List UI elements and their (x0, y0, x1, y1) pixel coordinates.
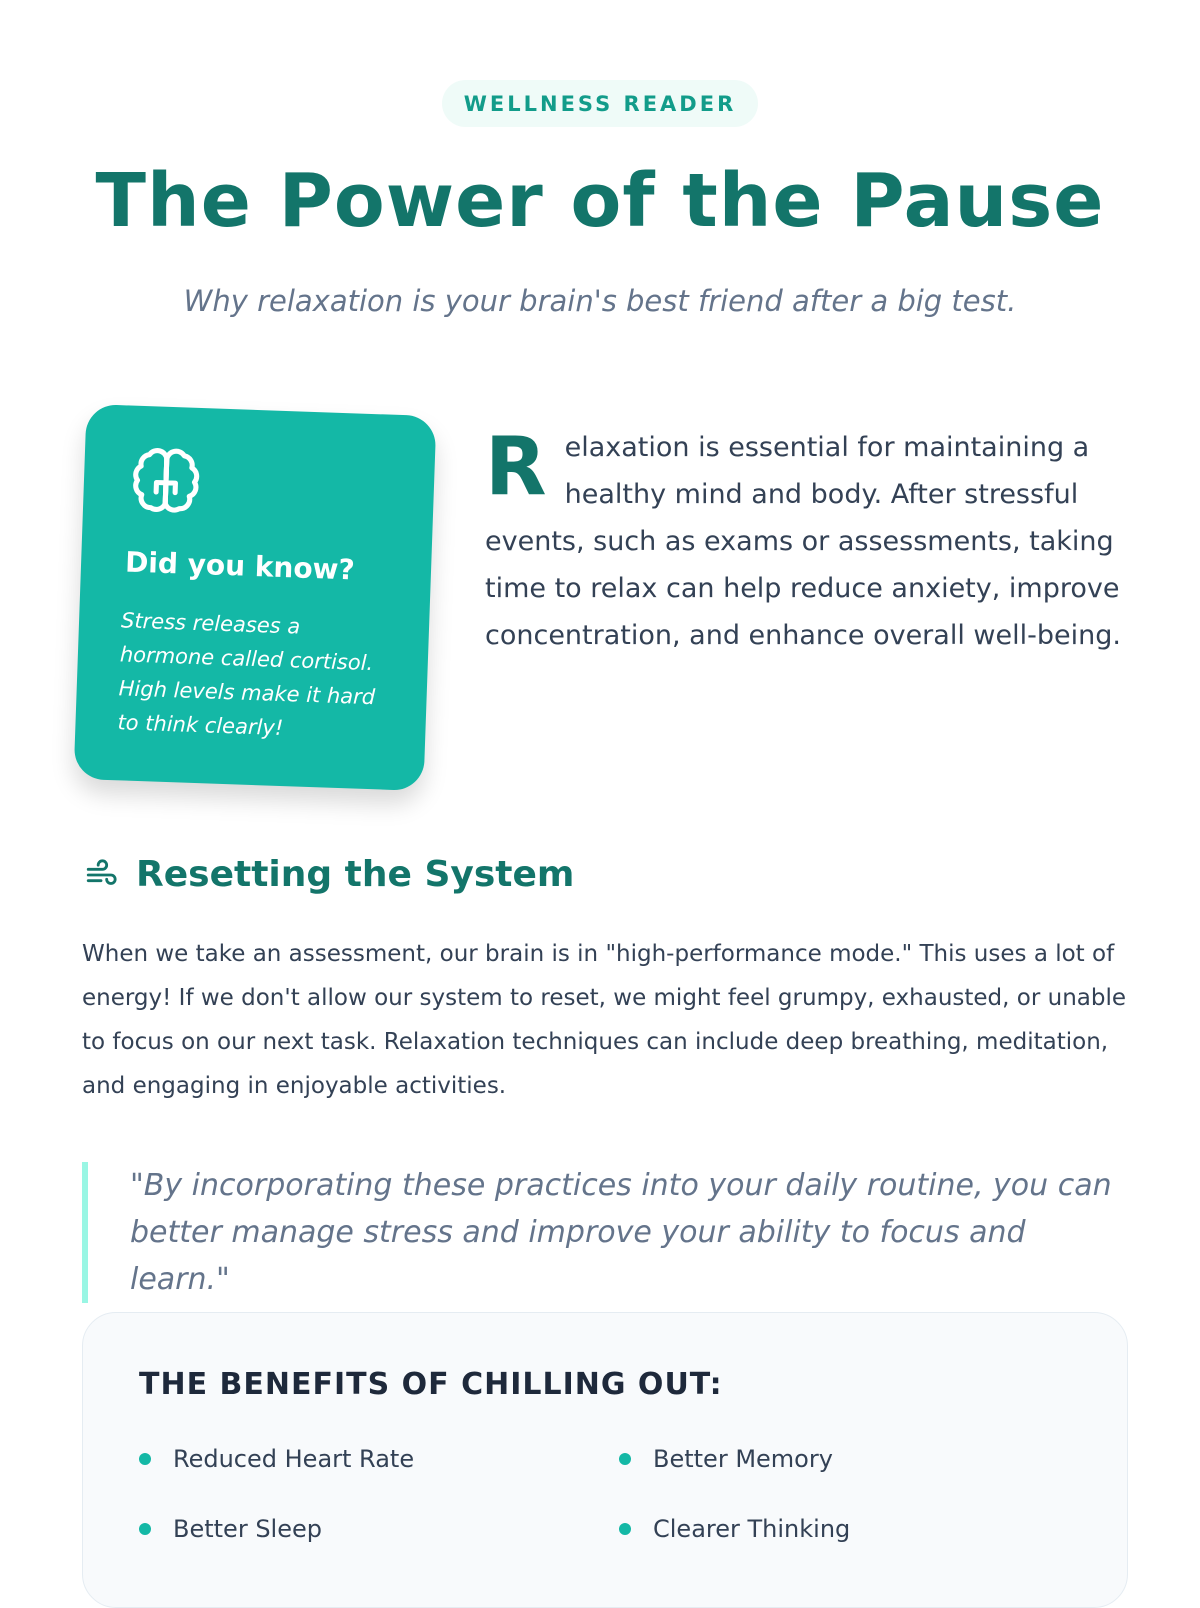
card-text: Stress releases a hormone called cortiso… (117, 608, 376, 741)
category-badge: WELLNESS READER (442, 80, 758, 127)
list-item-label: Reduced Heart Rate (173, 1445, 415, 1473)
benefits-box: THE BENEFITS OF CHILLING OUT: Reduced He… (82, 1312, 1128, 1608)
card-title: Did you know? (124, 545, 356, 587)
benefits-title: THE BENEFITS OF CHILLING OUT: (139, 1367, 723, 1402)
section-heading: Resetting the System (82, 854, 574, 895)
brain-icon (133, 448, 200, 513)
list-item: Clearer Thinking (619, 1515, 850, 1543)
list-item: Reduced Heart Rate (139, 1445, 414, 1473)
bullet-icon (619, 1453, 631, 1465)
list-item: Better Sleep (139, 1515, 322, 1543)
did-you-know-card: Did you know? Stress releases a hormone … (73, 404, 437, 791)
pull-quote: "By incorporating these practices into y… (82, 1162, 1132, 1303)
intro-text: elaxation is essential for maintaining a… (485, 432, 1121, 651)
page-subtitle: Why relaxation is your brain's best frie… (183, 284, 1017, 318)
list-item-label: Better Sleep (173, 1515, 322, 1543)
section-title: Resetting the System (136, 854, 575, 895)
bullet-icon (619, 1523, 631, 1535)
drop-cap: R (485, 420, 547, 513)
wind-icon (86, 858, 117, 885)
page-title: The Power of the Pause (95, 158, 1105, 244)
list-item-label: Clearer Thinking (653, 1515, 851, 1543)
bullet-icon (139, 1453, 151, 1465)
list-item: Better Memory (619, 1445, 833, 1473)
section-body: When we take an assessment, our brain is… (82, 941, 1127, 1099)
list-item-label: Better Memory (653, 1445, 833, 1473)
bullet-icon (139, 1523, 151, 1535)
